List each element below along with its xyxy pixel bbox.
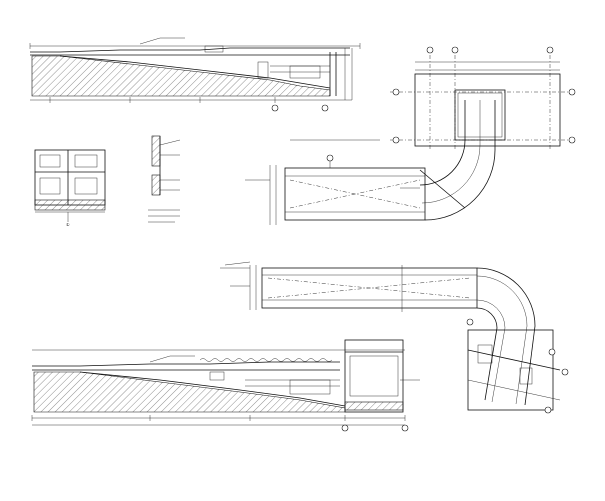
ramp-plan-bottom bbox=[220, 261, 569, 414]
detail-room-section: ① bbox=[34, 149, 106, 227]
ramp-section-bottom bbox=[31, 339, 420, 432]
ramp-plan-top bbox=[245, 46, 576, 225]
ramp-section-top bbox=[29, 37, 361, 112]
wall-detail-callout: ① bbox=[66, 222, 70, 227]
detail-wall-node bbox=[148, 135, 181, 223]
